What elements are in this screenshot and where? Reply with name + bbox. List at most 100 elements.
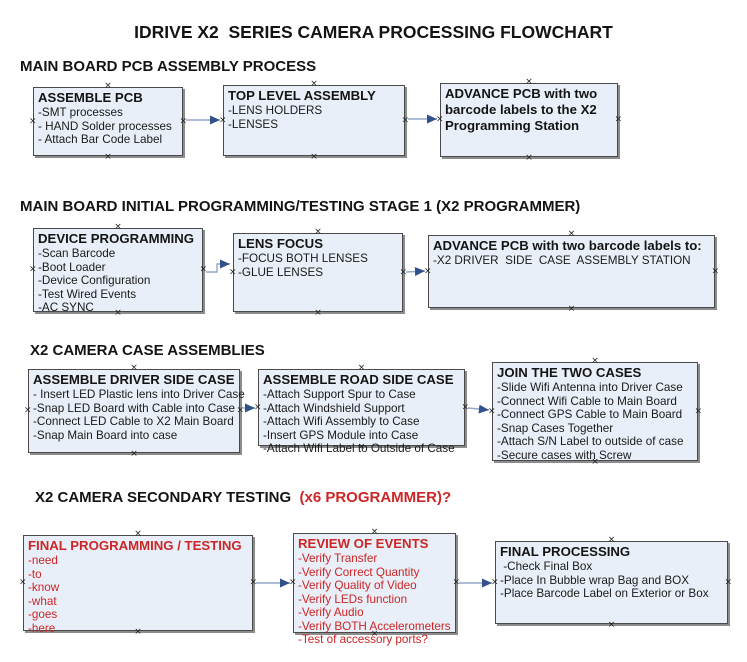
box-item: -Connect GPS Cable to Main Board [497,408,683,421]
connection-handle-icon: × [29,116,37,126]
box-item: -Test Wired Events [38,287,137,301]
box-item: -Insert GPS Module into Case [263,428,419,442]
connection-handle-icon: × [614,114,622,125]
box-item: -Snap LED Board with Cable into Case [33,401,236,415]
box-item: -AC SYNC [38,301,94,314]
section-header-pcb-assembly: MAIN BOARD PCB ASSEMBLY PROCESS [20,58,317,75]
box-item: -Snap Main Board into case [33,428,178,442]
box-item: - Attach Bar Code Label [38,133,163,146]
connection-handle-icon: × [236,405,244,416]
box-item: -Attach Support Spur to Case [263,388,416,401]
box-item: -here [28,621,56,635]
box-item: -Verify BOTH Accelerometers [298,619,451,633]
box-item: - HAND Solder processes [38,119,172,133]
box-item: -LENSES [228,117,279,131]
flow-box-assemble-driver-side-case: ASSEMBLE DRIVER SIDE CASE - Insert LED P… [24,364,245,459]
connection-handle-icon: × [179,116,187,126]
connection-handle-icon: × [399,267,407,277]
connection-handle-icon: × [24,405,32,416]
box-item: -Scan Barcode [38,247,116,260]
connector-arrow-road-case-to-join-cases [467,404,490,414]
box-item: -LENS HOLDERS [228,104,323,117]
box-item: -what [28,594,57,608]
box-title: FINAL PROCESSING [500,544,631,559]
box-title: LENS FOCUS [238,236,323,251]
flow-box-assemble-road-side-case: ASSEMBLE ROAD SIDE CASE -Attach Support … [254,364,469,456]
section-header-secondary-testing-red: (x6 PROGRAMMER)? [291,489,452,506]
flow-box-join-the-two-cases: JOIN THE TWO CASES -Slide Wifi Antenna i… [488,357,702,467]
flow-box-final-programming-testing: FINAL PROGRAMMING / TESTING -need -to -k… [19,530,257,637]
connection-handle-icon: × [314,308,322,318]
flow-box-device-programming: DEVICE PROGRAMMING -Scan Barcode -Boot L… [29,223,207,318]
box-item: -Attach Windshield Support [263,401,405,415]
connector-arrow-lens-focus-to-advance-pcb [405,267,426,277]
connection-handle-icon: × [19,577,27,588]
connection-handle-icon: × [711,266,719,276]
connection-handle-icon: × [310,152,318,162]
connection-handle-icon: × [104,152,112,162]
connection-handle-icon: × [424,266,432,276]
flow-box-final-processing: FINAL PROCESSING -Check Final Box -Place… [491,536,732,630]
box-item: -Test of accessory ports? [298,633,428,646]
box-item: -goes [28,608,58,621]
connection-handle-icon: × [491,577,499,587]
connection-handle-icon: × [452,577,460,588]
box-item: -Place Barcode Label on Exterior or Box [500,587,709,600]
box-item: -Connect Wifi Cable to Main Board [497,394,677,408]
connection-handle-icon: × [289,577,297,588]
connection-handle-icon: × [130,449,138,459]
connection-handle-icon: × [249,577,257,588]
page-title: IDRIVE X2 SERIES CAMERA PROCESSING FLOWC… [134,22,613,42]
section-header-secondary-testing-black: X2 CAMERA SECONDARY TESTING [35,489,292,506]
connection-handle-icon: × [254,402,262,412]
box-item: -Attach Wifi Label to Outside of Case [263,442,455,455]
box-item: -Snap Cases Together [497,421,614,435]
box-item: -SMT processes [38,106,123,119]
flow-box-lens-focus: LENS FOCUS -FOCUS BOTH LENSES -GLUE LENS… [229,228,407,318]
box-item: - Insert LED Plastic lens into Driver Ca… [33,388,245,401]
connection-handle-icon: × [229,267,237,277]
flow-box-advance-pcb-programming-station: ADVANCE PCB with two barcode labels to t… [436,78,622,163]
section-header-case-assemblies: X2 CAMERA CASE ASSEMBLIES [30,342,265,359]
connection-handle-icon: × [607,620,616,630]
box-item: -Verify Quality of Video [298,579,417,592]
box-title: TOP LEVEL ASSEMBLY [228,88,376,103]
connection-handle-icon: × [724,577,732,587]
box-item: -Verify Transfer [298,552,378,565]
connector-arrow-device-programming-to-lens-focus [206,259,230,273]
connection-handle-icon: × [525,153,533,163]
box-title: ADVANCE PCB with two barcode labels to t… [445,86,598,133]
box-item: -GLUE LENSES [238,265,324,279]
box-title: ASSEMBLE PCB [38,90,143,105]
box-item: -Place In Bubble wrap Bag and BOX [500,573,690,587]
box-item: -Check Final Box [500,560,593,573]
box-item: -Verify LEDs function [298,592,408,606]
box-item: -know [28,581,60,594]
box-item: -Attach Wifi Assembly to Case [263,415,420,428]
connection-handle-icon: × [694,406,702,416]
box-title: REVIEW OF EVENTS [298,536,429,551]
connection-handle-icon: × [401,115,409,125]
box-item: -FOCUS BOTH LENSES [238,252,368,265]
box-title: ADVANCE PCB with two barcode labels to: [433,238,702,253]
box-title: FINAL PROGRAMMING / TESTING [28,538,242,553]
box-item: -Slide Wifi Antenna into Driver Case [497,381,683,394]
section-header-secondary-testing: X2 CAMERA SECONDARY TESTING (x6 PROGRAMM… [35,489,451,506]
box-title: JOIN THE TWO CASES [497,365,642,380]
connection-handle-icon: × [199,264,207,275]
section-header-initial-programming: MAIN BOARD INITIAL PROGRAMMING/TESTING S… [20,198,581,215]
box-item: -Verify Audio [298,606,364,619]
flow-box-review-of-events: REVIEW OF EVENTS -Verify Transfer -Verif… [289,528,460,647]
connection-handle-icon: × [219,115,227,125]
flow-box-advance-pcb-driver-side-station: ADVANCE PCB with two barcode labels to: … [424,230,719,314]
box-item: -to [28,567,42,581]
box-item: -Verify Correct Quantity [298,565,420,579]
box-item: -Attach S/N Label to outside of case [497,435,684,448]
box-item: -need [28,554,58,567]
connection-handle-icon: × [567,304,576,314]
box-title: ASSEMBLE ROAD SIDE CASE [263,372,454,387]
box-item: -Secure cases with Screw [497,448,632,462]
box-item: -Device Configuration [38,274,151,287]
flow-box-top-level-assembly: TOP LEVEL ASSEMBLY -LENS HOLDERS -LENSES… [219,80,409,162]
